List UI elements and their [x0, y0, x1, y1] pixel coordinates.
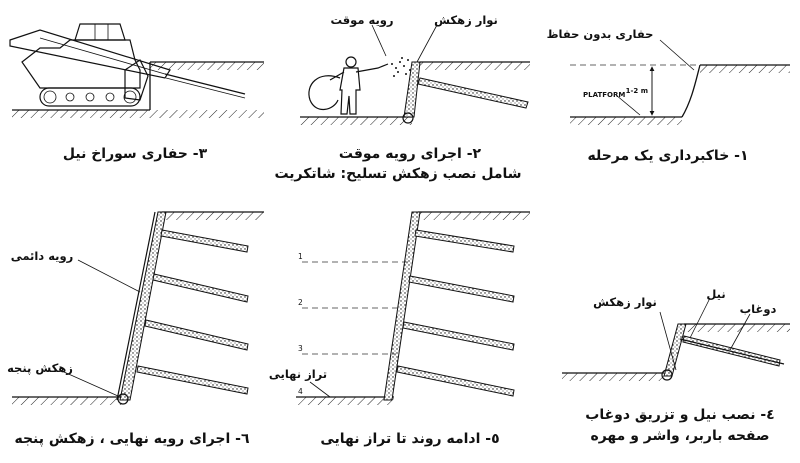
temporary-facing-wall: [383, 211, 421, 401]
level-number-4: 4: [298, 387, 303, 396]
soil-nails: [396, 229, 515, 397]
level-number-3: 3: [298, 344, 303, 353]
leader-line: [416, 24, 438, 63]
excavation-levels: [302, 261, 410, 355]
drill-rig-icon: [9, 23, 246, 107]
ground-surface: [562, 323, 790, 381]
label-drain-strip: نوار زهکش: [434, 13, 498, 28]
label-permanent-facing: رویه دائمی: [11, 249, 74, 264]
level-number-2: 2: [298, 298, 303, 307]
worker-icon: [329, 56, 389, 115]
panel-5-caption: ٥- ادامه روند تا تراز نهایی: [320, 431, 499, 447]
leader-line: [309, 381, 331, 398]
shotcrete-hose: [308, 75, 341, 110]
leader-line: [615, 94, 641, 116]
soil-nail: [417, 77, 529, 109]
label-grout: دوغاب: [740, 302, 777, 317]
permanent-facing-wall: [119, 211, 167, 401]
panel-6-caption: ٦- اجرای رویه نهایی ، زهکش پنجه: [14, 431, 250, 447]
label-toe-drain: زهکش پنجه: [7, 361, 73, 375]
panel-4-caption-line2: صفحه باربر، واشر و مهره: [590, 428, 769, 444]
leader-line: [659, 311, 677, 371]
level-number-1: 1: [298, 252, 303, 261]
panel-4-nail-install: نوار زهکش نیل دوغاب ٤- نصب نیل و تزریق د…: [562, 287, 790, 444]
label-unsupported-excavation: حفاری بدون حفاظ: [547, 27, 654, 42]
panel-1-excavation: 1-2 m PLATFORM حفاری بدون حفاظ ١- خاکبرد…: [547, 27, 790, 164]
panel-1-caption: ١- خاکبرداری یک مرحله: [587, 148, 748, 164]
toe-drain-pipe: [661, 369, 673, 381]
ground-surface: [570, 64, 790, 125]
soil-nail: [679, 335, 785, 367]
leader-line: [371, 24, 387, 57]
ground-surface: [300, 61, 530, 125]
label-nail: نیل: [706, 287, 725, 301]
panel-3-caption: ٣- حفاری سوراخ نیل: [63, 146, 208, 162]
panel-3-drilling: ٣- حفاری سوراخ نیل: [9, 23, 264, 162]
platform-label: PLATFORM: [583, 91, 625, 99]
panel-4-caption-line1: ٤- نصب نیل و تزریق دوغاب: [585, 407, 774, 423]
depth-label: 1-2 m: [626, 87, 648, 95]
panel-2-caption-line1: ٢- اجرای رویه موقت: [339, 146, 482, 162]
leader-line: [689, 297, 711, 339]
label-temporary-facing: رویه موقت: [330, 13, 393, 28]
temporary-facing-shotcrete: [663, 323, 687, 377]
panel-2-caption-line2: شامل نصب زهکش تسلیح: شاتکریت: [274, 166, 521, 182]
leader-line: [659, 39, 695, 71]
panel-5-final-level: 1 2 3 4 تراز نهایی ٥- ادامه روند تا تراز…: [269, 211, 530, 447]
shotcrete-spray: [391, 57, 411, 77]
leader-line: [63, 371, 119, 397]
panel-2-temporary-facing: رویه موقت نوار زهکش ٢- اجرای رویه موقت ش…: [274, 13, 530, 182]
ground-surface: [12, 211, 264, 405]
panel-6-permanent-facing: رویه دائمی زهکش پنجه ٦- اجرای رویه نهایی…: [7, 211, 264, 447]
toe-drain-pipe: [117, 393, 129, 405]
leader-line: [729, 313, 751, 351]
ground-surface: [296, 211, 530, 405]
leader-line: [77, 259, 141, 293]
soil-nails: [136, 229, 249, 395]
ground-surface: [12, 61, 264, 118]
temporary-facing-shotcrete: [403, 61, 421, 118]
toe-drain-pipe: [402, 112, 414, 124]
label-drain-strip: نوار زهکش: [593, 295, 657, 310]
label-final-level: تراز نهایی: [269, 367, 327, 381]
